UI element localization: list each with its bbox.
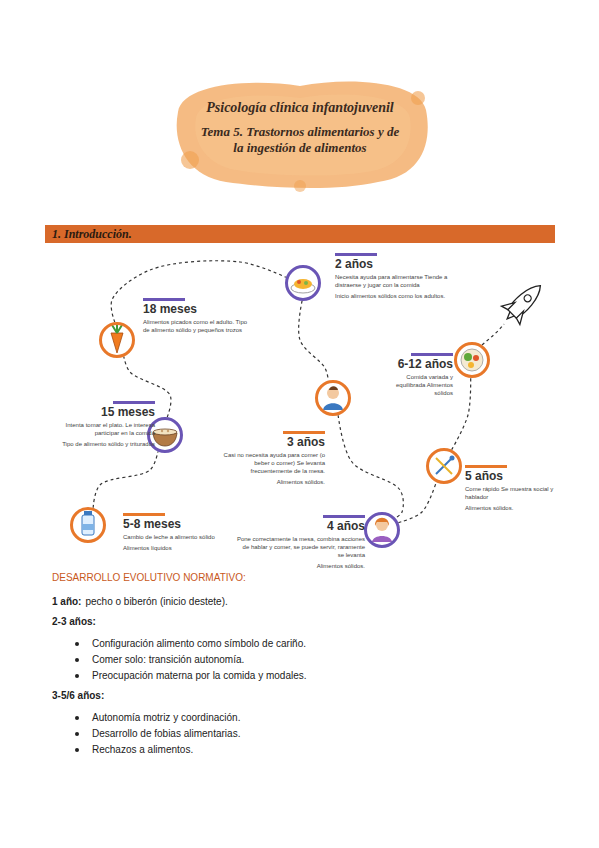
dashed-path bbox=[452, 378, 471, 450]
bullet-text: Comer solo: transición autonomía. bbox=[92, 654, 244, 666]
milestone-text: 18 mesesAlimentos picados como el adulto… bbox=[143, 298, 253, 335]
milestone-text: 6-12 añosComida variada y equilibrada Al… bbox=[383, 353, 453, 398]
milestone-note: Alimentos sólidos. bbox=[223, 479, 325, 487]
section-heading: DESARROLLO EVOLUTIVO NORMATIVO: bbox=[52, 572, 246, 584]
page-subtitle: Tema 5. Trastornos alimentarios y de la … bbox=[195, 124, 405, 156]
heading-bar bbox=[335, 253, 377, 256]
milestone-note: Alimentos picados como el adulto. Tipo d… bbox=[143, 319, 253, 335]
salad-plate-icon bbox=[461, 349, 483, 371]
bullet-text: Autonomía motriz y coordinación. bbox=[92, 712, 240, 724]
milestone-circle: 18 mesesAlimentos picados como el adulto… bbox=[99, 322, 135, 358]
milestone-note: Alimentos sólidos. bbox=[235, 563, 365, 571]
bullet-text: Rechazos a alimentos. bbox=[92, 744, 193, 756]
cutlery-icon bbox=[436, 456, 455, 475]
milestone-circle: 6-12 añosComida variada y equilibrada Al… bbox=[454, 342, 490, 378]
milestone-text: 4 añosPone correctamente la mesa, combin… bbox=[235, 515, 365, 570]
section-heading: 1. Introducción. bbox=[45, 225, 555, 243]
milestone-circle: 5 añosCome rápido Se muestra social y ha… bbox=[426, 448, 462, 484]
milk-bottle-icon bbox=[82, 511, 94, 535]
milestone-note: Inicio alimentos sólidos como los adulto… bbox=[335, 293, 455, 301]
age-heading: 15 meses bbox=[45, 406, 155, 419]
section-banner: 1. Introducción. bbox=[45, 225, 555, 243]
age-heading: 5 años bbox=[465, 470, 560, 483]
note-text: pecho o biberón (inicio destete). bbox=[85, 596, 227, 608]
milestone-note: Comida variada y equilibrada Alimentos s… bbox=[383, 374, 453, 397]
heading-bar bbox=[411, 353, 453, 356]
milestone-text: 15 mesesIntenta tomar el plato. Le inter… bbox=[45, 401, 155, 449]
page-title: Psicología clínica infantojuvenil bbox=[180, 100, 420, 116]
milestone-note: Intenta tomar el plato. Le interesa part… bbox=[45, 422, 155, 438]
age-label: 2-3 años: bbox=[52, 616, 96, 628]
rocket-illustration bbox=[498, 276, 550, 328]
dashed-path bbox=[93, 452, 158, 508]
heading-bar bbox=[323, 515, 365, 518]
heading-bar bbox=[283, 431, 325, 434]
milestone-note: Tipo de alimento sólido y triturados bbox=[45, 441, 155, 449]
bullet-text: Desarrollo de fobias alimentarias. bbox=[92, 728, 240, 740]
milestone-note: Casi no necesita ayuda para comer (o beb… bbox=[223, 452, 325, 475]
milestone-note: Come rápido Se muestra social y hablador bbox=[465, 486, 560, 502]
age-heading: 6-12 años bbox=[383, 358, 453, 371]
milestone-circle: 5-8 mesesCambio de leche a alimento sóli… bbox=[70, 507, 106, 543]
age-label: 3-5/6 años: bbox=[52, 690, 104, 702]
milestone-circle: 15 mesesIntenta tomar el plato. Le inter… bbox=[147, 417, 183, 453]
milestone-note: Alimentos sólidos. bbox=[465, 505, 560, 513]
watercolor-blob bbox=[177, 81, 428, 192]
milestone-note: Necesita ayuda para alimentarse Tiende a… bbox=[335, 274, 455, 290]
milestone-text: 3 añosCasi no necesita ayuda para comer … bbox=[223, 431, 325, 486]
milestone-text: 2 añosNecesita ayuda para alimentarse Ti… bbox=[335, 253, 455, 301]
age-heading: 3 años bbox=[223, 436, 325, 449]
milestone-note: Pone correctamente la mesa, combina acci… bbox=[235, 536, 365, 559]
bullet-text: Configuración alimento como símbolo de c… bbox=[92, 638, 306, 650]
age-heading: 4 años bbox=[235, 520, 365, 533]
carrot-icon bbox=[111, 324, 123, 353]
bullet-text: Preocupación materna por la comida y mod… bbox=[92, 670, 307, 682]
dashed-path bbox=[338, 415, 403, 518]
child-icon bbox=[323, 386, 343, 410]
milestone-text: 5-8 mesesCambio de leche a alimento sóli… bbox=[123, 513, 233, 553]
dashed-path bbox=[299, 301, 329, 381]
bowl-icon bbox=[153, 429, 177, 446]
girl-icon bbox=[372, 518, 392, 542]
milestone-note: Cambio de leche a alimento sólido bbox=[123, 534, 233, 542]
age-heading: 2 años bbox=[335, 258, 455, 271]
age-heading: 5-8 meses bbox=[123, 518, 233, 531]
milestone-text: 5 añosCome rápido Se muestra social y ha… bbox=[465, 465, 560, 513]
age-label: 1 año: bbox=[52, 596, 81, 608]
heading-bar bbox=[143, 298, 185, 301]
milestone-circle: 4 añosPone correctamente la mesa, combin… bbox=[364, 512, 400, 548]
milestone-circle: 2 añosNecesita ayuda para alimentarse Ti… bbox=[285, 265, 321, 301]
age-heading: 18 meses bbox=[143, 303, 253, 316]
heading-bar bbox=[113, 401, 155, 404]
milestone-circle: 3 añosCasi no necesita ayuda para comer … bbox=[315, 380, 351, 416]
dish-icon bbox=[291, 279, 315, 293]
milestone-note: Alimentos líquidos bbox=[123, 545, 233, 553]
dashed-trail bbox=[482, 324, 504, 345]
heading-bar bbox=[123, 513, 165, 516]
heading-bar bbox=[465, 465, 507, 468]
dashed-path bbox=[111, 261, 286, 322]
dashed-path bbox=[398, 482, 436, 522]
